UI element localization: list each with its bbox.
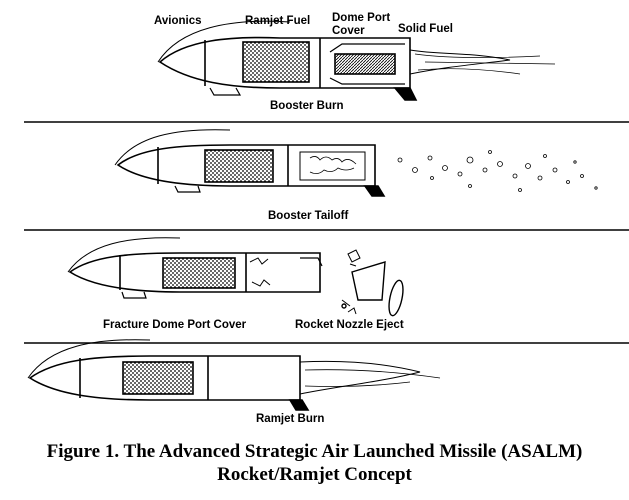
stage-label-fracture-dome-port-cover: Fracture Dome Port Cover: [103, 319, 247, 331]
dome-port-cover-label-line1: Dome Port: [332, 12, 391, 24]
ramjet-fuel-block-4: [122, 361, 194, 395]
stage-label-booster-burn: Booster Burn: [270, 100, 344, 112]
stage-label-rocket-nozzle-eject: Rocket Nozzle Eject: [295, 319, 404, 331]
missile-fracture-dome: [67, 237, 323, 299]
dome-port-cover-label-line2: Cover: [332, 25, 365, 37]
solid-fuel-grain: [334, 53, 396, 75]
stage-label-ramjet-burn: Ramjet Burn: [256, 413, 325, 425]
figure-caption-line1: Figure 1. The Advanced Strategic Air Lau…: [46, 441, 583, 462]
solid-fuel-label: Solid Fuel: [398, 23, 453, 35]
ramjet-fuel-block: [242, 41, 310, 83]
ejected-nozzle-parts: [341, 249, 404, 317]
ramjet-fuel-label: Ramjet Fuel: [245, 15, 311, 27]
ramjet-fuel-block-3: [162, 257, 236, 289]
missile-booster-tailoff: [114, 129, 598, 197]
missile-booster-burn: [157, 20, 556, 101]
avionics-label: Avionics: [154, 15, 202, 27]
missile-ramjet-burn: [27, 339, 441, 411]
ramjet-fuel-block-2: [204, 149, 274, 183]
figure-caption-line2: Rocket/Ramjet Concept: [217, 464, 412, 485]
stage-label-booster-tailoff: Booster Tailoff: [268, 210, 349, 222]
